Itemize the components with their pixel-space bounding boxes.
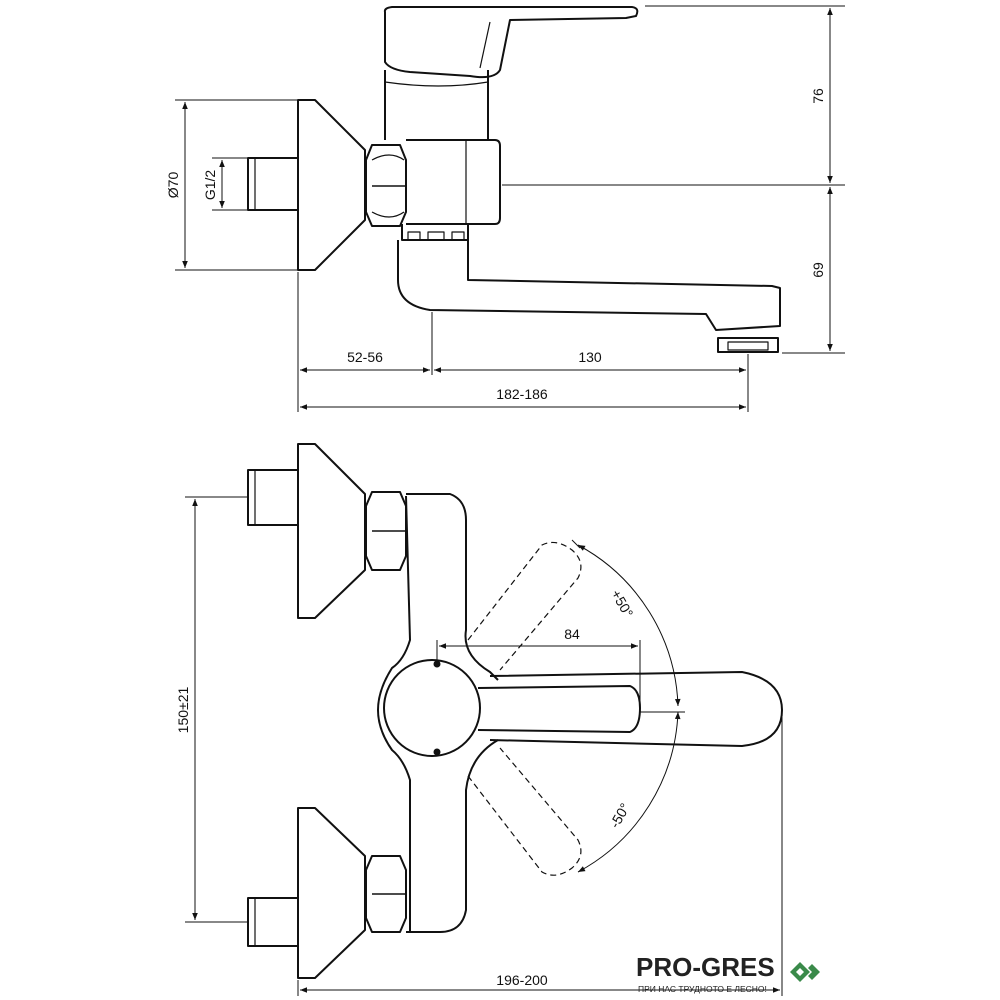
thread-stub (247, 157, 299, 211)
side-view (247, 6, 781, 353)
hex-nut (365, 144, 407, 227)
lower-wall-flange (297, 807, 366, 979)
dim-offset: 52-56 (347, 349, 383, 365)
logo-diamond-icon (790, 962, 820, 982)
dim-handle-length: 84 (564, 626, 580, 642)
dim-center-distance: 150±21 (175, 686, 191, 733)
dim-flange-diameter: Ø70 (165, 172, 181, 199)
dim-total-length: 182-186 (496, 386, 548, 402)
spout (397, 240, 781, 331)
lever-rotation-ghosts (467, 541, 582, 876)
aerator (717, 337, 779, 353)
upper-wall-flange (297, 443, 366, 619)
mixer-body (406, 139, 501, 225)
dim-69: 69 (810, 262, 826, 278)
brand-logo: PRO-GRES ПРИ НАС ТРУДНОТО Е ЛЕСНО! (636, 952, 820, 994)
top-dimension-lines (185, 496, 783, 996)
lever-top (477, 685, 641, 733)
side-dimension-lines (175, 5, 845, 412)
dim-angle-neg: -50° (606, 800, 633, 830)
spout-top (489, 671, 783, 747)
mixer-body-top (406, 493, 499, 933)
lever-handle (383, 6, 639, 79)
top-view (247, 443, 783, 979)
dim-angle-pos: +50° (608, 587, 637, 620)
wall-flange (297, 99, 366, 271)
upper-hex-nut (365, 491, 407, 571)
lower-hex-nut (365, 855, 407, 933)
cartridge-cap (383, 659, 481, 757)
brand-tagline: ПРИ НАС ТРУДНОТО Е ЛЕСНО! (638, 984, 767, 994)
dim-spout-reach: 130 (578, 349, 602, 365)
brand-name: PRO-GRES (636, 952, 775, 982)
dim-76: 76 (810, 88, 826, 104)
dim-total-depth: 196-200 (496, 972, 548, 988)
dim-thread: G1/2 (202, 170, 218, 201)
